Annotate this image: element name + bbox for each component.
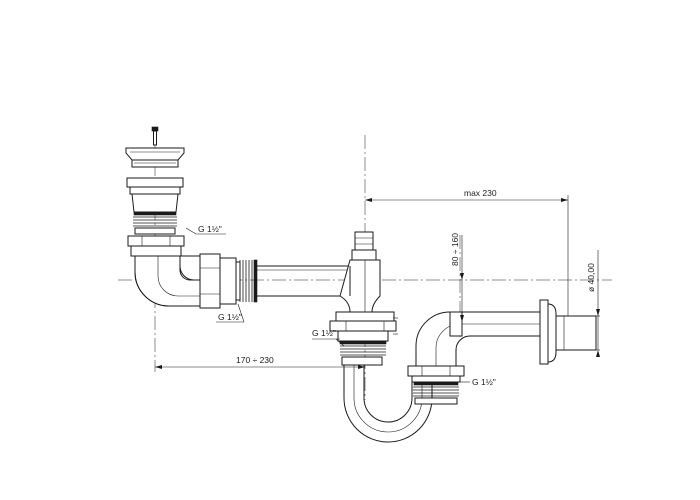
left-elbow bbox=[127, 235, 201, 307]
label-thread-top: G 1½" bbox=[198, 224, 222, 234]
right-trap-nut bbox=[407, 365, 465, 405]
dimension-diameter: ø 40,00 bbox=[586, 250, 600, 357]
horizontal-pipe bbox=[257, 265, 350, 297]
label-diameter-40: ø 40,00 bbox=[586, 263, 596, 292]
dimension-vertical-range: 80 ÷ 160 bbox=[450, 233, 464, 322]
central-tee bbox=[339, 231, 381, 313]
thread-labels: G 1½" G 1½" G 1½" G 1½" bbox=[185, 224, 496, 387]
middle-nut bbox=[329, 311, 398, 366]
dimension-max: max 230 bbox=[365, 188, 569, 316]
strainer-assembly bbox=[125, 126, 185, 235]
horizontal-nut bbox=[199, 253, 258, 309]
label-thread-right: G 1½" bbox=[472, 377, 496, 387]
right-elbow-pipe bbox=[415, 299, 597, 366]
u-trap bbox=[343, 365, 433, 443]
label-170-230: 170 ÷ 230 bbox=[236, 355, 274, 365]
label-thread-left: G 1½" bbox=[218, 312, 242, 322]
label-80-160: 80 ÷ 160 bbox=[450, 233, 460, 266]
label-max-230: max 230 bbox=[464, 188, 497, 198]
dimension-horizontal-range: 170 ÷ 230 bbox=[155, 355, 365, 369]
label-thread-mid: G 1½" bbox=[312, 328, 336, 338]
